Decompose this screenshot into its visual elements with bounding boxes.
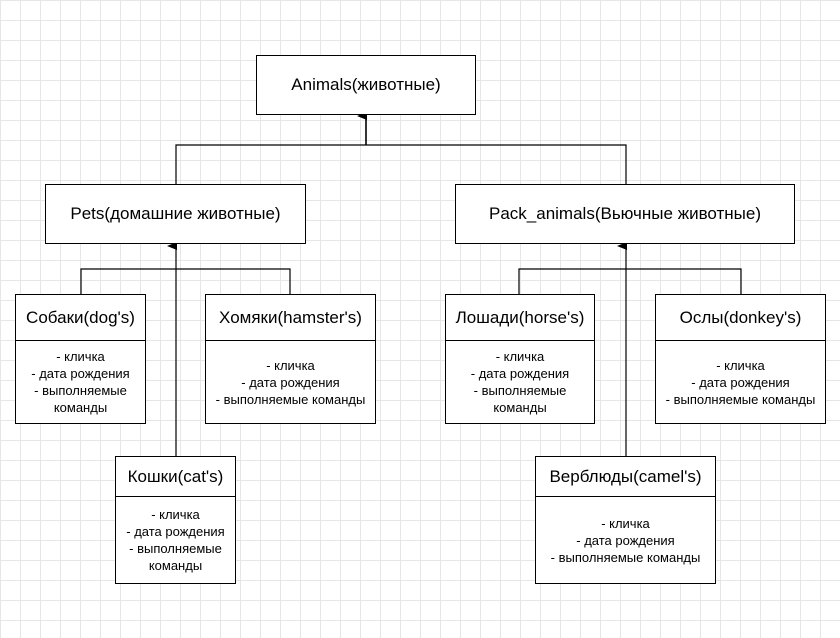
attribute: команды xyxy=(493,400,547,415)
attribute: - выполняемые xyxy=(473,383,567,398)
attribute: - выполняемые xyxy=(34,383,127,398)
attribute: - выполняемые xyxy=(129,541,222,556)
hamsters-class-title: Хомяки(hamster's) xyxy=(206,295,375,341)
camels-class-attributes: - кличка - дата рождения - выполняемые к… xyxy=(536,497,715,583)
cats-class-attributes: - кличка - дата рождения - выполняемые к… xyxy=(116,497,235,583)
pack-animals-node[interactable]: Pack_animals(Вьючные животные) xyxy=(455,184,795,244)
dogs-class-attributes: - кличка - дата рождения - выполняемые к… xyxy=(16,341,145,423)
hamsters-class-attributes: - кличка - дата рождения - выполняемые к… xyxy=(206,341,375,423)
attribute: - дата рождения xyxy=(691,374,790,390)
connector-pack-children xyxy=(518,268,742,294)
horses-class[interactable]: Лошади(horse's) - кличка - дата рождения… xyxy=(445,294,595,424)
attribute: - кличка xyxy=(716,357,765,373)
pets-node-label: Pets(домашние животные) xyxy=(70,204,281,223)
camels-class[interactable]: Верблюды(camel's) - кличка - дата рожден… xyxy=(535,456,716,584)
root-node[interactable]: Animals(животные) xyxy=(256,55,476,115)
cats-class-title: Кошки(cat's) xyxy=(116,457,235,497)
root-node-label: Animals(животные) xyxy=(291,75,441,94)
attribute: команды xyxy=(148,558,203,573)
donkeys-class-attributes: - кличка - дата рождения - выполняемые к… xyxy=(656,341,825,423)
pets-node[interactable]: Pets(домашние животные) xyxy=(45,184,306,244)
attribute: - кличка xyxy=(266,357,315,373)
attribute: - дата рождения xyxy=(241,374,340,390)
attribute: - кличка xyxy=(151,507,200,522)
attribute: - кличка xyxy=(601,515,650,531)
camels-class-title: Верблюды(camel's) xyxy=(536,457,715,497)
attribute: - дата рождения xyxy=(470,366,570,381)
cats-class[interactable]: Кошки(cat's) - кличка - дата рождения - … xyxy=(115,456,236,584)
pack-animals-node-label: Pack_animals(Вьючные животные) xyxy=(489,204,761,223)
attribute: - дата рождения xyxy=(126,524,225,539)
attribute: - кличка xyxy=(56,349,105,364)
attribute: - выполняемые команды xyxy=(665,391,816,407)
dogs-class-title: Собаки(dog's) xyxy=(16,295,145,341)
connector-root-to-groups xyxy=(175,144,627,184)
attribute: - выполняемые команды xyxy=(215,391,366,407)
attribute: - дата рождения xyxy=(576,532,675,548)
dogs-class[interactable]: Собаки(dog's) - кличка - дата рождения -… xyxy=(15,294,146,424)
donkeys-class-title: Ослы(donkey's) xyxy=(656,295,825,341)
attribute: - выполняемые команды xyxy=(550,549,701,565)
attribute: - дата рождения xyxy=(31,366,130,381)
connector-pets-children xyxy=(80,268,291,294)
attribute: - кличка xyxy=(495,349,545,364)
donkeys-class[interactable]: Ослы(donkey's) - кличка - дата рождения … xyxy=(655,294,826,424)
hamsters-class[interactable]: Хомяки(hamster's) - кличка - дата рожден… xyxy=(205,294,376,424)
attribute: команды xyxy=(53,400,108,415)
horses-class-attributes: - кличка - дата рождения - выполняемые к… xyxy=(446,341,594,423)
horses-class-title: Лошади(horse's) xyxy=(446,295,594,341)
